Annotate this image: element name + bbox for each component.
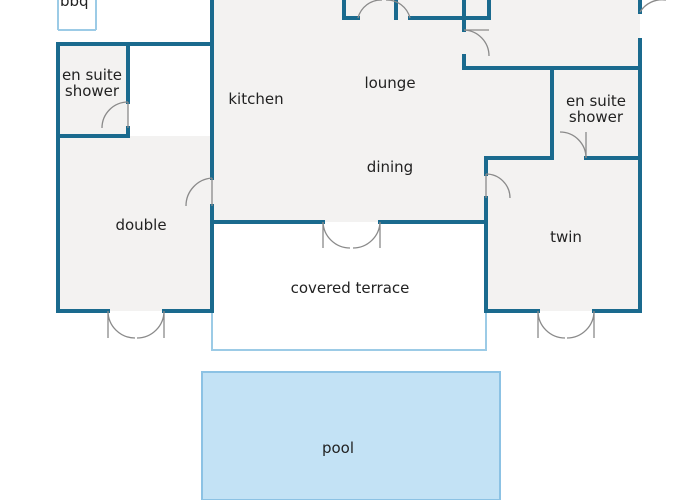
floor-main-living <box>212 0 640 222</box>
label-en-suite-left-line2: shower <box>65 82 120 100</box>
floor-double <box>58 136 212 311</box>
door-twin <box>485 173 511 199</box>
label-en-suite-left-line1: en suite <box>62 66 122 84</box>
door-top-center <box>357 0 411 19</box>
label-bbq: bbq <box>60 0 89 10</box>
doors <box>101 0 666 339</box>
door-double-garden <box>107 310 165 339</box>
label-double: double <box>115 216 166 234</box>
door-top-far-right <box>639 0 666 13</box>
label-dining: dining <box>367 158 413 176</box>
bbq-area <box>57 0 97 31</box>
door-en-suite-left <box>101 101 129 129</box>
label-lounge: lounge <box>364 74 415 92</box>
label-pool: pool <box>322 439 354 457</box>
label-covered-terrace: covered terrace <box>291 279 410 297</box>
floor-twin <box>486 158 640 311</box>
door-terrace <box>322 221 381 249</box>
label-twin: twin <box>550 228 582 246</box>
label-en-suite-right-line1: en suite <box>566 92 626 110</box>
room-floors <box>58 0 640 311</box>
floor-en-suite-right <box>552 68 640 158</box>
door-en-suite-right <box>559 131 587 159</box>
label-kitchen: kitchen <box>228 90 283 108</box>
label-en-suite-right-line2: shower <box>569 108 624 126</box>
door-twin-garden <box>537 310 595 339</box>
door-top-right-wing <box>463 29 490 57</box>
walls <box>56 0 642 313</box>
door-kitchen-left <box>185 177 213 207</box>
floor-en-suite-left <box>58 44 128 136</box>
pool <box>201 371 501 500</box>
